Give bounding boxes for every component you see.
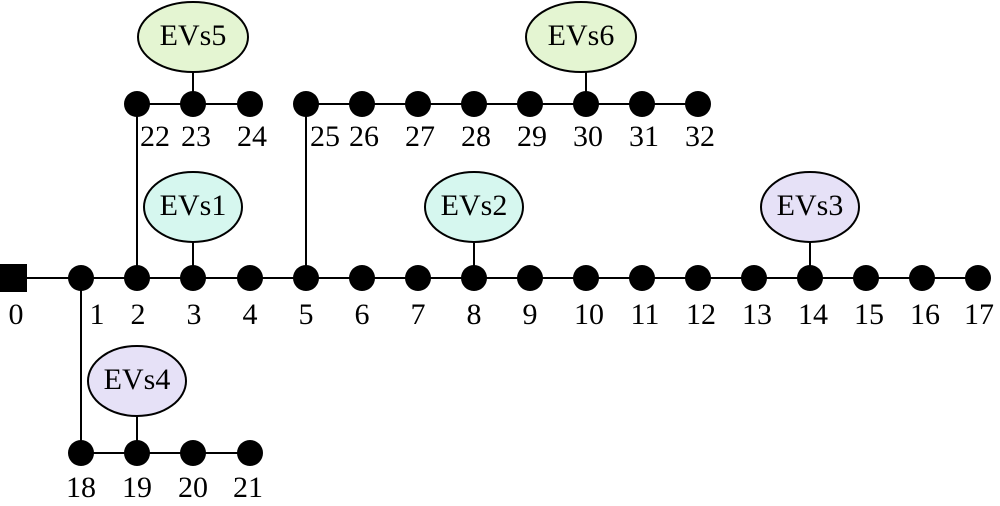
evs2-ellipse — [424, 171, 524, 243]
bus-14-node — [797, 265, 823, 291]
bus-7-node — [405, 265, 431, 291]
bus-31-node — [629, 91, 655, 117]
bus-11-node — [629, 265, 655, 291]
bus-22-label: 22 — [140, 120, 170, 153]
nodes-layer — [0, 91, 991, 466]
evs3-ellipse — [760, 171, 860, 243]
bus-22-node — [124, 91, 150, 117]
bus-2-label: 2 — [131, 298, 146, 331]
bus-23-node — [180, 91, 206, 117]
bus-25-label: 25 — [310, 120, 340, 153]
bus-26-label: 26 — [349, 120, 379, 153]
bus-7-label: 7 — [411, 298, 426, 331]
bus-3-label: 3 — [187, 298, 202, 331]
bus-18-label: 18 — [66, 471, 96, 504]
bus-27-node — [405, 91, 431, 117]
bus-12-label: 12 — [686, 298, 716, 331]
bus-20-node — [180, 440, 206, 466]
bus-13-label: 13 — [742, 298, 772, 331]
bus-10-label: 10 — [574, 298, 604, 331]
bus-16-label: 16 — [910, 298, 940, 331]
bus-3-node — [180, 265, 206, 291]
bus-28-label: 28 — [461, 120, 491, 153]
bus-30-node — [573, 91, 599, 117]
evs1-label: EVs1 — [160, 189, 227, 222]
evs1-ellipse — [143, 171, 243, 243]
bus-6-node — [349, 265, 375, 291]
bus-16-node — [909, 265, 935, 291]
bus-5-node — [293, 265, 319, 291]
ev-station-evs1: EVs1 — [143, 171, 243, 243]
ev-station-evs4: EVs4 — [87, 345, 187, 417]
evs4-label: EVs4 — [104, 363, 171, 396]
bus-32-label: 32 — [685, 120, 715, 153]
bus-9-node — [517, 265, 543, 291]
bus-18-node — [68, 440, 94, 466]
bus-13-node — [741, 265, 767, 291]
bus-1-label: 1 — [90, 298, 105, 331]
bus-27-label: 27 — [405, 120, 435, 153]
bus-24-node — [237, 91, 263, 117]
bus-21-node — [237, 440, 263, 466]
bus-11-label: 11 — [631, 298, 660, 331]
bus-1-node — [68, 265, 94, 291]
bus-30-label: 30 — [573, 120, 603, 153]
ev-station-evs3: EVs3 — [760, 171, 860, 243]
evs5-ellipse — [137, 1, 249, 73]
bus-2-node — [124, 265, 150, 291]
evs5-label: EVs5 — [160, 19, 227, 52]
bus-4-node — [237, 265, 263, 291]
bus-10-node — [573, 265, 599, 291]
evs3-label: EVs3 — [777, 189, 844, 222]
evs2-label: EVs2 — [441, 189, 508, 222]
evs4-ellipse — [87, 345, 187, 417]
evs6-ellipse — [525, 1, 637, 73]
evs6-label: EVs6 — [548, 19, 615, 52]
bus-31-label: 31 — [629, 120, 659, 153]
bus-32-node — [685, 91, 711, 117]
bus-23-label: 23 — [181, 120, 211, 153]
bus-5-label: 5 — [299, 298, 314, 331]
bus-20-label: 20 — [178, 471, 208, 504]
bus-28-node — [461, 91, 487, 117]
bus-4-label: 4 — [243, 298, 258, 331]
bus-15-node — [853, 265, 879, 291]
bus-8-node — [461, 265, 487, 291]
bus-9-label: 9 — [523, 298, 538, 331]
bus-17-label: 17 — [964, 298, 994, 331]
bus-24-label: 24 — [237, 120, 267, 153]
ev-station-evs6: EVs6 — [525, 1, 637, 73]
bus-21-label: 21 — [233, 471, 263, 504]
bus-25-node — [293, 91, 319, 117]
ev-station-evs5: EVs5 — [137, 1, 249, 73]
bus-15-label: 15 — [854, 298, 884, 331]
bus-0-source-square — [0, 264, 27, 292]
bus-17-node — [965, 265, 991, 291]
bus-29-node — [517, 91, 543, 117]
bus-14-label: 14 — [798, 298, 828, 331]
bus-8-label: 8 — [467, 298, 482, 331]
bus-19-label: 19 — [122, 471, 152, 504]
bus-29-label: 29 — [517, 120, 547, 153]
ev-station-evs2: EVs2 — [424, 171, 524, 243]
bus-6-label: 6 — [355, 298, 370, 331]
bus-19-node — [124, 440, 150, 466]
bus-12-node — [685, 265, 711, 291]
bus-26-node — [349, 91, 375, 117]
bus-0-label: 0 — [9, 298, 24, 331]
